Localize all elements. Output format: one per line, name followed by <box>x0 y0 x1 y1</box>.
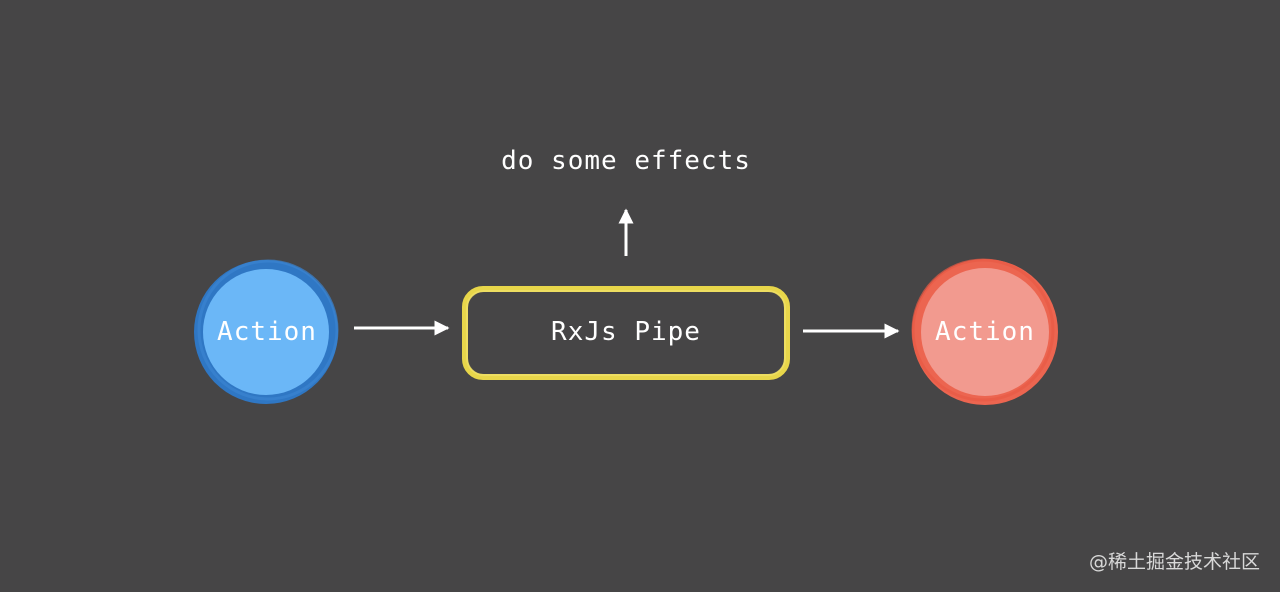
rxjs-pipe-label: RxJs Pipe <box>551 317 701 347</box>
input-action-node <box>194 259 339 404</box>
rxjs-pipe-node <box>462 286 790 380</box>
watermark: @稀土掘金技术社区 <box>1088 551 1260 573</box>
effects-label: do some effects <box>501 146 751 176</box>
input-action-label: Action <box>217 317 317 347</box>
output-action-node <box>911 258 1058 405</box>
output-action-label: Action <box>935 317 1035 347</box>
